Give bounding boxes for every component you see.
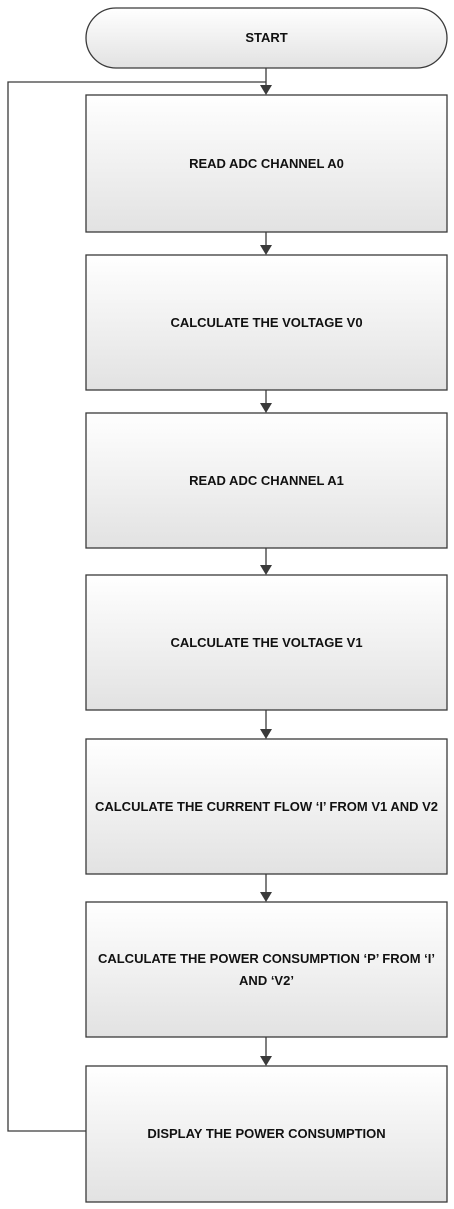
read-adc-a1-box — [85, 412, 448, 549]
display-power-label: DISPLAY THE POWER CONSUMPTION — [147, 1126, 386, 1141]
display-power-box — [85, 1065, 448, 1203]
calculate-voltage-v1-box — [85, 574, 448, 711]
calculate-voltage-v1-label: CALCULATE THE VOLTAGE V1 — [170, 634, 363, 650]
read-adc-a1-label: READ ADC CHANNEL A1 — [189, 472, 344, 488]
arrow-calc-v0-to-read-a1 — [260, 390, 272, 413]
arrow-read-a1-to-calc-v1 — [260, 548, 272, 575]
arrow-start-to-read-a0 — [260, 68, 272, 95]
arrow-read-a0-to-calc-v0 — [260, 232, 272, 255]
arrow-calc-current-to-calc-power — [260, 874, 272, 902]
calculate-current-label: CALCULATE THE CURRENT FLOW ‘I’ FROM V1 A… — [94, 798, 439, 814]
start-label: START — [245, 30, 288, 45]
loop-back-connector — [7, 81, 266, 1132]
calculate-voltage-v0-label: CALCULATE THE VOLTAGE V0 — [170, 314, 363, 330]
calculate-power-label: CALCULATE THE POWER CONSUMPTION ‘P’ FROM… — [97, 950, 436, 988]
arrow-calc-power-to-display-power — [260, 1037, 272, 1066]
arrow-calc-v1-to-calc-current — [260, 710, 272, 739]
read-adc-a0-label: READ ADC CHANNEL A0 — [189, 155, 344, 171]
read-adc-a0-box — [85, 94, 448, 233]
calculate-voltage-v0-box — [85, 254, 448, 391]
